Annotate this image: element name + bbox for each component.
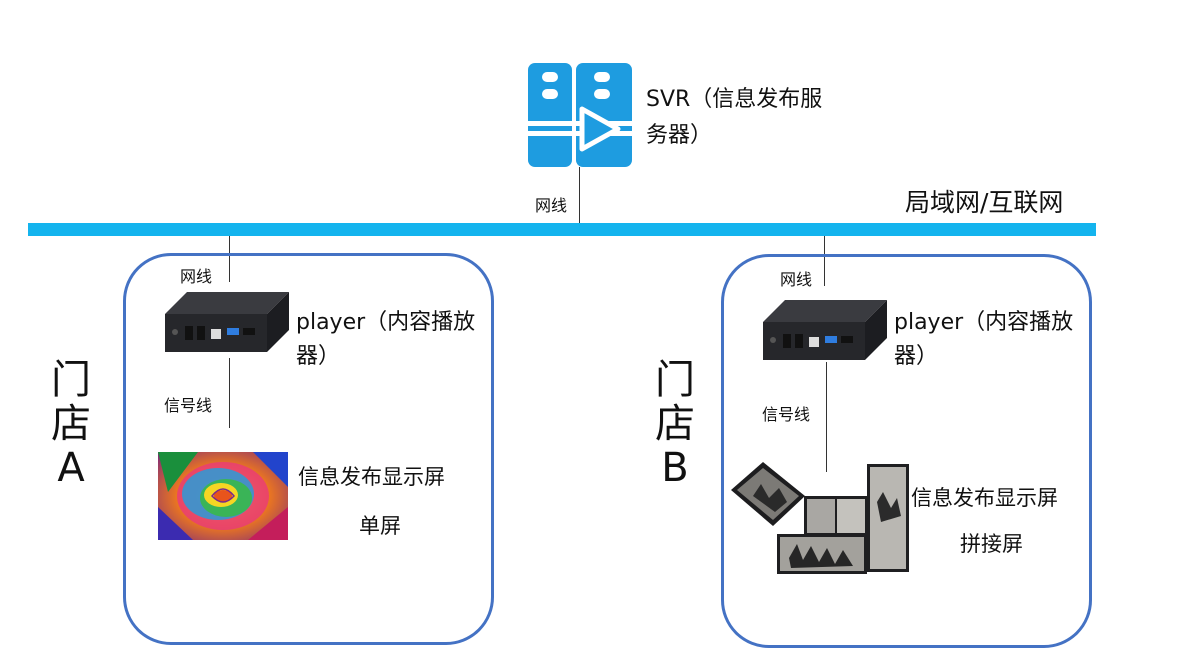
store-a-player-label: player（内容播放 器） <box>296 306 475 374</box>
network-bus <box>28 223 1096 236</box>
store-a-player-line1: player（内容播放 <box>296 310 476 335</box>
store-a-box <box>123 253 494 645</box>
store-b-cable-line <box>824 236 825 286</box>
store-a-screen-line2: 单屏 <box>359 514 401 538</box>
network-label: 局域网/互联网 <box>905 188 1064 217</box>
store-a-cable-line <box>229 236 230 282</box>
store-b-cable-label: 网线 <box>780 270 813 289</box>
player-device-icon <box>763 300 887 360</box>
store-b-player-line2: 器） <box>894 344 939 369</box>
store-b-signal-line <box>826 362 827 472</box>
store-a-screen-line1: 信息发布显示屏 <box>298 465 445 489</box>
store-b-signal-label: 信号线 <box>762 405 811 424</box>
store-a-signal-line <box>229 358 230 428</box>
store-b-player-label: player（内容播放 器） <box>894 306 1073 374</box>
store-a-signal-label: 信号线 <box>164 396 213 415</box>
store-b-player-line1: player（内容播放 <box>894 310 1074 335</box>
server-icon <box>528 63 632 167</box>
video-wall-icon <box>731 462 909 574</box>
store-a-name-char1: 门 <box>51 357 91 403</box>
store-b-name-char3: B <box>661 445 689 491</box>
store-b-name-char2: 店 <box>655 401 695 447</box>
store-b-name: 门 店 B <box>653 358 697 490</box>
server-label-line1: SVR（信息发布服 <box>646 87 823 112</box>
store-a-cable-label: 网线 <box>180 267 213 286</box>
player-device-icon <box>165 292 289 352</box>
store-a-player-line2: 器） <box>296 344 341 369</box>
store-a-name: 门 店 A <box>49 358 93 490</box>
store-b-name-char1: 门 <box>655 357 695 403</box>
rose-photo-icon <box>158 452 288 540</box>
store-b-box <box>721 254 1092 648</box>
store-b-screen-line1: 信息发布显示屏 <box>911 486 1058 510</box>
store-a-name-char2: 店 <box>51 401 91 447</box>
store-b-screen-line2: 拼接屏 <box>960 532 1023 556</box>
server-cable-label: 网线 <box>535 196 568 215</box>
server-cable-line <box>579 167 580 223</box>
server-label-line2: 务器） <box>646 123 713 148</box>
store-a-name-char3: A <box>57 445 85 491</box>
server-label: SVR（信息发布服 务器） <box>646 82 822 154</box>
